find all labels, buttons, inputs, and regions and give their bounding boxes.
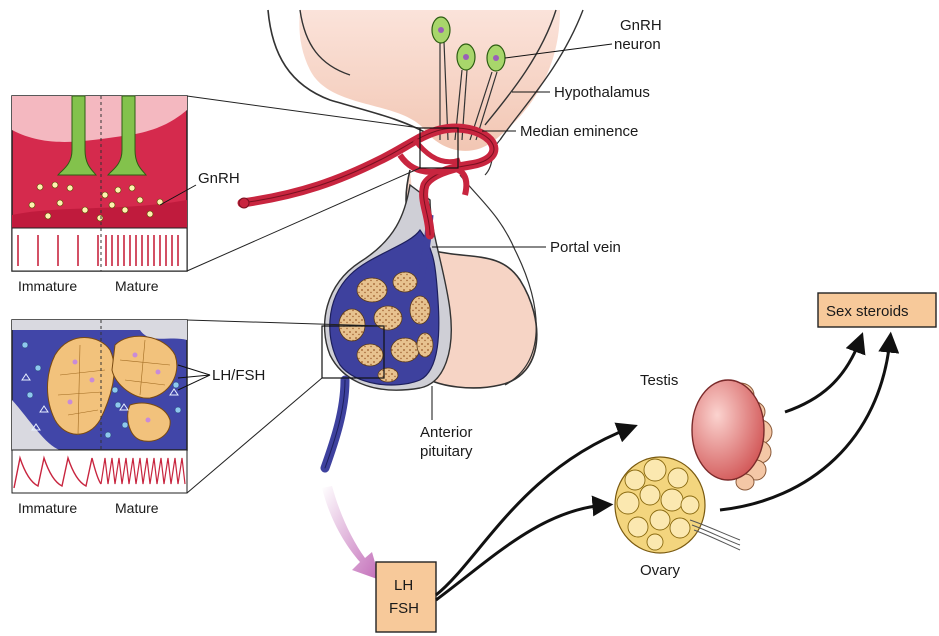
svg-text:LH/FSH: LH/FSH — [212, 367, 265, 384]
top-inset-mature-label: Mature — [115, 278, 159, 294]
svg-text:Hypothalamus: Hypothalamus — [554, 84, 650, 101]
arrow-lhfsh-to-ovary — [436, 505, 605, 600]
fsh-box-label: FSH — [389, 600, 419, 617]
portal-vein-label: Portal vein — [432, 239, 621, 256]
svg-text:neuron: neuron — [614, 36, 661, 53]
lh-fsh-box: LH FSH — [376, 562, 436, 632]
pituitary-to-lhfsh-arrow — [322, 486, 380, 580]
lh-box-label: LH — [394, 577, 413, 594]
testis-label: Testis — [640, 372, 678, 389]
svg-text:pituitary: pituitary — [420, 443, 473, 460]
svg-text:GnRH: GnRH — [198, 170, 240, 187]
arrow-testis-to-sex-steroids — [785, 340, 860, 412]
sex-steroids-label: Sex steroids — [826, 303, 909, 320]
lh-fsh-inset-label: LH/FSH — [178, 365, 265, 390]
svg-text:Portal vein: Portal vein — [550, 239, 621, 256]
anterior-pituitary-label: Anterior pituitary — [420, 386, 473, 460]
lh-fsh-pulse-inset: Immature Mature — [12, 320, 187, 516]
svg-text:Median eminence: Median eminence — [520, 123, 638, 140]
svg-text:Anterior: Anterior — [420, 424, 473, 441]
ovary-label: Ovary — [640, 562, 681, 579]
gnrh-pulse-inset: Immature Mature — [12, 96, 187, 294]
sex-steroids-box: Sex steroids — [818, 293, 936, 327]
top-inset-immature-label: Immature — [18, 278, 77, 294]
svg-text:GnRH: GnRH — [620, 17, 662, 34]
bottom-inset-immature-label: Immature — [18, 500, 77, 516]
bottom-inset-mature-label: Mature — [115, 500, 159, 516]
